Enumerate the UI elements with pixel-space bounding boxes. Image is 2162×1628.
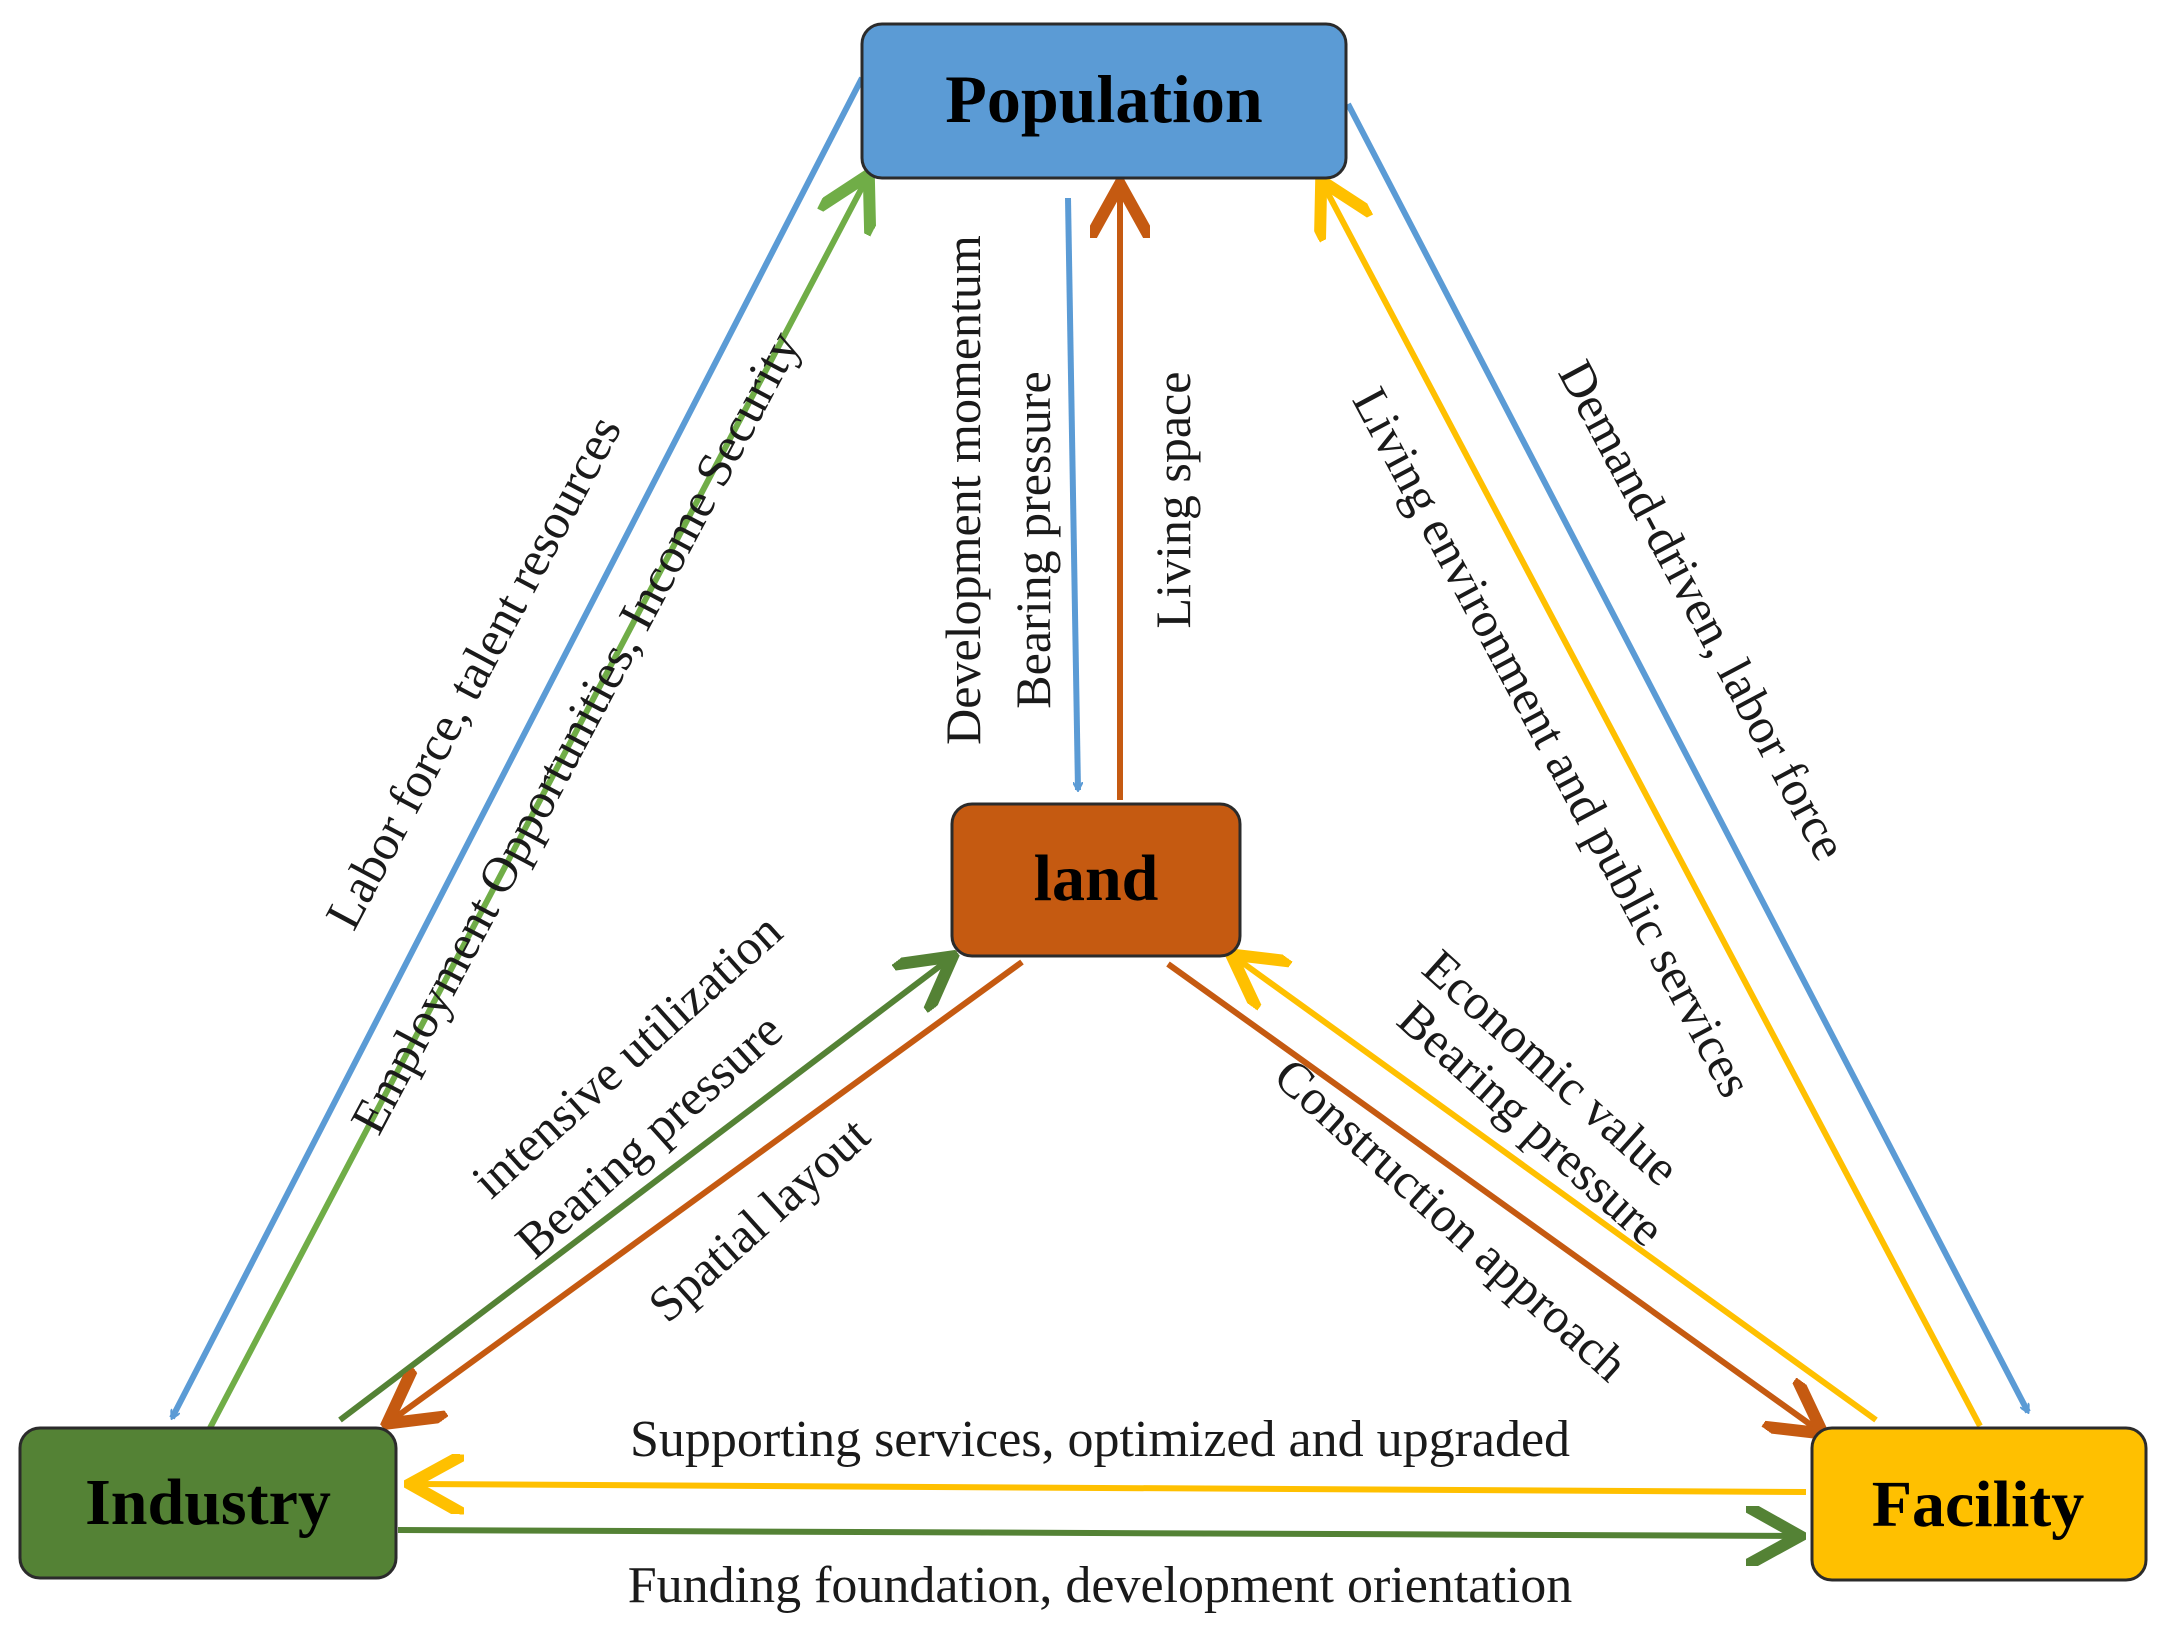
node-industry-label: Industry — [85, 1466, 331, 1539]
label-industry-to-facility: Funding foundation, development orientat… — [628, 1557, 1573, 1614]
arrow-industry-to-land — [338, 960, 948, 1423]
node-population-label: Population — [945, 61, 1262, 137]
node-land: land — [950, 802, 1242, 958]
label-facility-to-industry: Supporting services, optimized and upgra… — [630, 1411, 1570, 1468]
arrow-land-to-industry — [392, 959, 1024, 1420]
node-population: Population — [860, 22, 1348, 180]
arrow-land-to-facility — [1166, 961, 1818, 1430]
label-facility-to-pop: Living environment and public services — [1342, 378, 1764, 1106]
arrow-population-to-industry — [169, 76, 865, 1418]
arrow-facility-to-land — [1236, 958, 1878, 1423]
arrow-facility-to-industry — [416, 1484, 1807, 1492]
node-facility-label: Facility — [1872, 1468, 2085, 1541]
label-pop-to-land-1: Development momentum — [935, 235, 991, 745]
arrow-industry-to-population — [207, 180, 866, 1430]
node-land-label: land — [1034, 842, 1159, 915]
arrow-population-to-facility — [1345, 102, 2031, 1412]
label-pop-to-land-2: Bearing pressure — [1005, 371, 1061, 708]
arrow-industry-to-facility — [397, 1530, 1794, 1536]
node-facility: Facility — [1810, 1426, 2148, 1582]
node-industry: Industry — [18, 1426, 398, 1580]
label-land-to-pop: Living space — [1145, 372, 1201, 629]
arrow-population-to-land — [1065, 197, 1078, 790]
arrow-facility-to-population — [1324, 186, 1983, 1428]
